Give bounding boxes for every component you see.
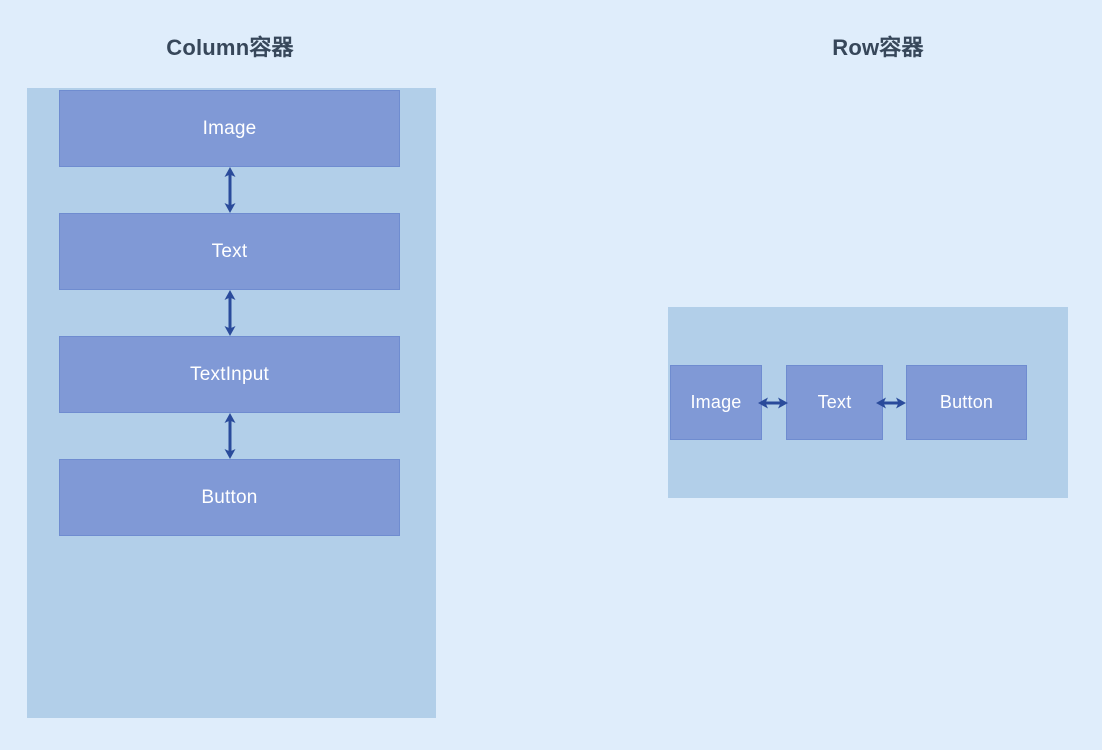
row-child-image[interactable]: Image: [670, 365, 762, 440]
column-child-button[interactable]: Button: [59, 459, 400, 536]
row-child-button[interactable]: Button: [906, 365, 1027, 440]
column-child-textinput[interactable]: TextInput: [59, 336, 400, 413]
row-section-title: Row容器: [832, 35, 924, 60]
column-child-image[interactable]: Image: [59, 90, 400, 167]
column-section-title: Column容器: [166, 35, 294, 60]
column-child-text[interactable]: Text: [59, 213, 400, 290]
row-child-text[interactable]: Text: [786, 365, 883, 440]
